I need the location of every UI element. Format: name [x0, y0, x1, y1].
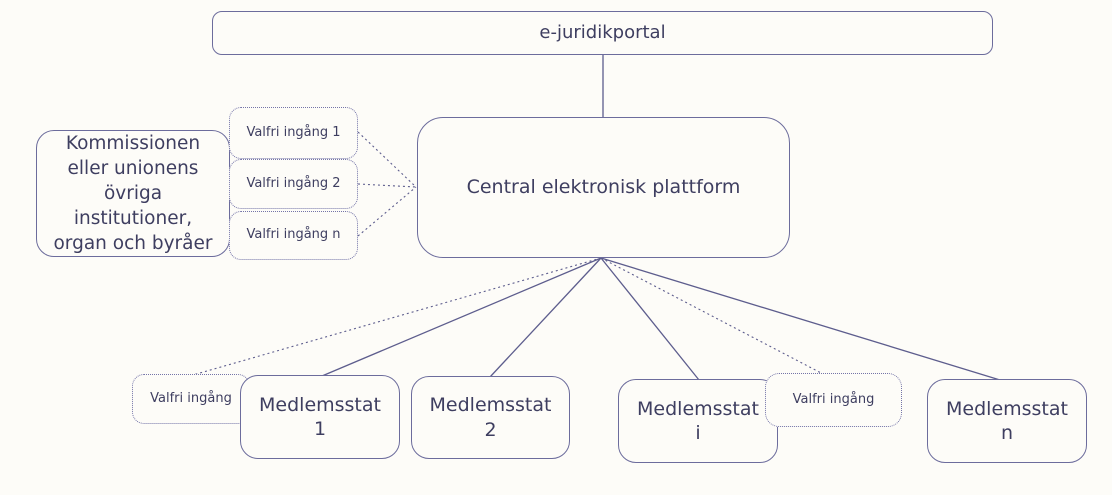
node-central-platform: Central elektronisk plattform: [417, 117, 790, 258]
node-medlemsstat-2: Medlemsstat 2: [411, 376, 570, 459]
node-valfri-ingang-n: Valfri ingång n: [229, 211, 358, 260]
node-medlemsstat-1-name: Medlemsstat: [259, 393, 381, 416]
node-medlemsstat-i-name: Medlemsstat: [637, 397, 759, 420]
node-valfri-ingang-bottom-left: Valfri ingång: [132, 374, 250, 424]
node-medlemsstat-i-index: i: [695, 422, 701, 444]
node-medlemsstat-1: Medlemsstat 1: [240, 375, 400, 459]
node-valfri-ingang-n-label: Valfri ingång n: [246, 227, 341, 243]
node-valfri-ingang-bottom-right-label: Valfri ingång: [792, 391, 875, 407]
node-e-juridikportal-label: e-juridikportal: [539, 22, 666, 44]
node-institutions: Kommissionen eller unionens övriga insti…: [36, 130, 230, 257]
edge-platform-msn: [600, 257, 1001, 381]
node-central-platform-label: Central elektronisk plattform: [466, 176, 741, 199]
node-institutions-line: Kommissionen: [65, 133, 201, 154]
edge-platform-valfri-bottom-right: [600, 257, 824, 375]
node-valfri-ingang-1: Valfri ingång 1: [229, 107, 358, 159]
node-valfri-ingang-1-label: Valfri ingång 1: [246, 124, 341, 140]
edge-platform-ms2: [489, 257, 602, 378]
node-medlemsstat-n-name: Medlemsstat: [946, 397, 1068, 420]
edge-platform-msi: [600, 257, 700, 381]
node-medlemsstat-n: Medlemsstat n: [927, 379, 1087, 463]
node-valfri-ingang-bottom-left-label: Valfri ingång: [150, 390, 232, 406]
node-valfri-ingang-2-label: Valfri ingång 2: [246, 175, 341, 191]
node-medlemsstat-i: Medlemsstat i: [618, 379, 778, 463]
node-medlemsstat-n-index: n: [1000, 422, 1014, 444]
node-institutions-line: organ och byråer: [53, 233, 213, 254]
node-medlemsstat-2-index: 2: [484, 418, 497, 441]
node-institutions-line: eller unionens: [67, 158, 199, 179]
node-medlemsstat-1-index: 1: [313, 418, 327, 440]
node-medlemsstat-2-name: Medlemsstat: [429, 394, 552, 417]
node-institutions-line: institutioner,: [73, 208, 193, 229]
node-institutions-line: övriga: [103, 183, 163, 204]
edge-platform-ms1: [321, 257, 602, 377]
edge-platform-valfri-bottom-left: [192, 257, 602, 376]
node-valfri-ingang-2: Valfri ingång 2: [229, 159, 358, 209]
node-e-juridikportal: e-juridikportal: [212, 11, 993, 55]
edge-valfri2-platform: [357, 183, 417, 188]
node-valfri-ingang-bottom-right: Valfri ingång: [765, 373, 902, 427]
edge-valfri3-platform: [357, 186, 417, 237]
edge-valfri1-platform: [357, 131, 417, 188]
